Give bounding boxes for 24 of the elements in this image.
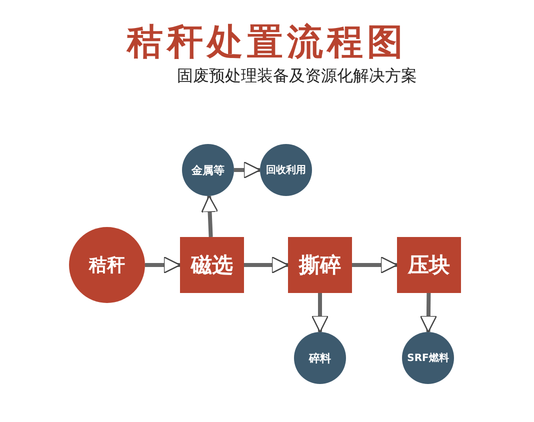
title: 秸秆处置流程图 bbox=[125, 21, 408, 65]
arrow bbox=[244, 256, 289, 274]
node-label: 磁选 bbox=[191, 252, 233, 279]
process-circle bbox=[294, 332, 346, 384]
node-label: 秸秆 bbox=[89, 254, 125, 277]
process-box bbox=[180, 237, 244, 293]
node-label: 撕碎 bbox=[299, 252, 341, 279]
arrow bbox=[145, 256, 181, 274]
arrow bbox=[420, 292, 438, 333]
arrow bbox=[234, 161, 261, 179]
process-box bbox=[288, 237, 352, 293]
process-circle bbox=[182, 144, 234, 196]
arrow bbox=[201, 195, 218, 238]
process-box bbox=[397, 237, 461, 293]
node-label: 压块 bbox=[408, 252, 450, 279]
arrow bbox=[352, 256, 398, 274]
arrow bbox=[311, 293, 329, 333]
process-circle bbox=[402, 332, 454, 384]
node-label: 回收利用 bbox=[266, 164, 306, 177]
process-circle bbox=[260, 144, 312, 196]
node-label: SRF燃料 bbox=[407, 352, 449, 365]
subtitle: 固废预处理装备及资源化解决方案 bbox=[176, 66, 418, 87]
node-label: 碎料 bbox=[309, 350, 331, 366]
node-label: 金属等 bbox=[192, 162, 224, 178]
